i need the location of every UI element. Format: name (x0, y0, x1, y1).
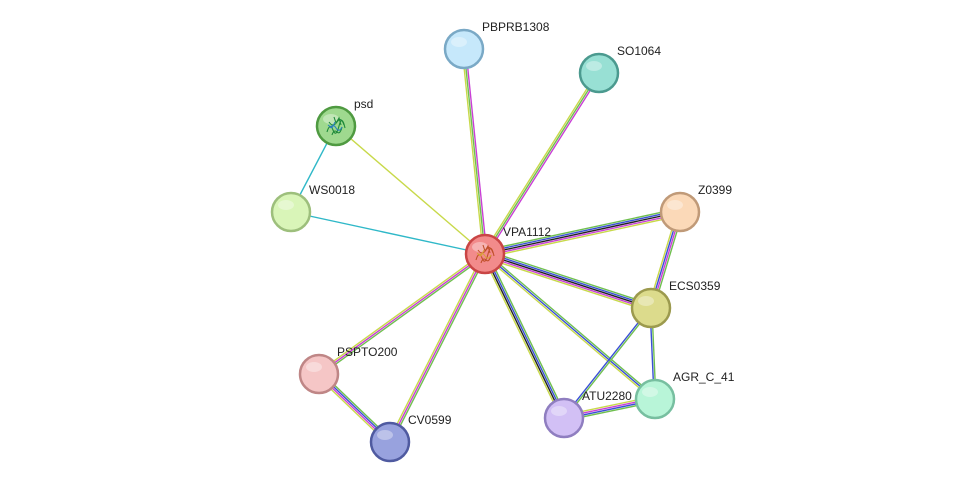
node-atu2280[interactable]: ATU2280 (543, 389, 632, 439)
node-vpa1112[interactable]: VPA1112 (464, 225, 551, 275)
edge-strand (319, 254, 487, 377)
node-circle[interactable] (659, 191, 701, 233)
edge-strand (484, 72, 600, 255)
node-circle[interactable] (634, 378, 676, 420)
edge-strand (485, 251, 652, 307)
edge-strand (562, 307, 651, 418)
node-circle[interactable] (315, 105, 357, 147)
edge-strand (482, 71, 599, 254)
edge-VPA1112-SO1064[interactable] (482, 71, 602, 256)
edge-strand (317, 251, 485, 374)
edge-VPA1112-PBPRB1308[interactable] (461, 48, 488, 255)
edge-strand (335, 125, 486, 255)
edge-strand (390, 254, 488, 444)
node-highlight (667, 200, 683, 210)
node-label: CV0599 (408, 413, 452, 427)
node-label: VPA1112 (503, 225, 551, 239)
node-circle[interactable] (630, 287, 672, 329)
node-label: WS0018 (309, 183, 355, 197)
edge-VPA1112-AGR_C_41[interactable] (483, 252, 657, 401)
edge-strand (485, 214, 681, 259)
edge-strand (485, 73, 602, 256)
edge-strand (463, 48, 486, 255)
edge-strand (461, 49, 484, 255)
node-label: PBPRB1308 (482, 20, 550, 34)
edge-strand (484, 255, 651, 311)
edge-strand (485, 213, 681, 257)
node-z0399[interactable]: Z0399 (659, 183, 732, 233)
node-highlight (278, 200, 294, 210)
edge-strand (483, 256, 651, 313)
edge-VPA1112-psd[interactable] (335, 125, 486, 255)
node-ecs0359[interactable]: ECS0359 (630, 279, 721, 329)
node-label: Z0399 (698, 183, 732, 197)
node-highlight (642, 387, 658, 397)
edge-strand (389, 253, 486, 443)
edge-VPA1112-WS0018[interactable] (290, 211, 486, 255)
edge-VPA1112-ATU2280[interactable] (481, 252, 568, 420)
node-circle[interactable] (578, 52, 620, 94)
node-highlight (586, 61, 602, 71)
edge-strand (484, 209, 680, 253)
edge-VPA1112-CV0599[interactable] (387, 252, 488, 444)
edge-strand (564, 308, 653, 419)
edge-strand (387, 252, 485, 442)
node-circle[interactable] (270, 191, 312, 233)
node-highlight (306, 362, 322, 372)
edge-ECS0359-ATU2280[interactable] (562, 307, 653, 419)
edge-strand (481, 254, 563, 420)
node-highlight (377, 430, 393, 440)
node-circle[interactable] (464, 233, 506, 275)
node-so1064[interactable]: SO1064 (578, 44, 661, 94)
edge-strand (318, 253, 486, 375)
node-psd[interactable]: psd (315, 97, 373, 147)
node-label: ECS0359 (669, 279, 721, 293)
node-label: ATU2280 (582, 389, 632, 403)
edge-VPA1112-PSPTO200[interactable] (317, 251, 487, 377)
node-label: SO1064 (617, 44, 661, 58)
edge-strand (486, 252, 568, 418)
edge-VPA1112-ECS0359[interactable] (483, 249, 653, 313)
edge-VPA1112-Z0399[interactable] (484, 207, 681, 259)
node-cv0599[interactable]: CV0599 (369, 413, 452, 463)
node-agr_c_41[interactable]: AGR_C_41 (634, 370, 735, 420)
edge-strand (484, 253, 652, 309)
node-label: AGR_C_41 (673, 370, 735, 384)
node-circle[interactable] (443, 28, 485, 70)
edge-strand (484, 211, 681, 255)
edge-strand (483, 254, 655, 401)
protein-structure-icon (476, 249, 492, 259)
node-highlight (638, 296, 654, 306)
node-highlight (451, 37, 467, 47)
node-label: psd (354, 97, 373, 111)
edge-strand (465, 48, 488, 254)
node-circle[interactable] (543, 397, 585, 439)
protein-structure-icon (475, 244, 495, 264)
edge-strand (485, 249, 653, 306)
protein-structure-icon (326, 116, 346, 136)
node-circle[interactable] (369, 421, 411, 463)
node-pspto200[interactable]: PSPTO200 (298, 345, 398, 395)
edge-strand (290, 211, 486, 255)
edge-strand (484, 207, 680, 252)
protein-structure-icon (327, 121, 343, 131)
node-label: PSPTO200 (337, 345, 398, 359)
node-highlight (551, 406, 567, 416)
node-ws0018[interactable]: WS0018 (270, 183, 355, 233)
node-pbprb1308[interactable]: PBPRB1308 (443, 20, 550, 70)
edge-strand (484, 253, 656, 400)
node-circle[interactable] (298, 353, 340, 395)
edge-strand (485, 253, 566, 418)
edge-strand (483, 254, 564, 419)
edge-strand (485, 252, 657, 399)
